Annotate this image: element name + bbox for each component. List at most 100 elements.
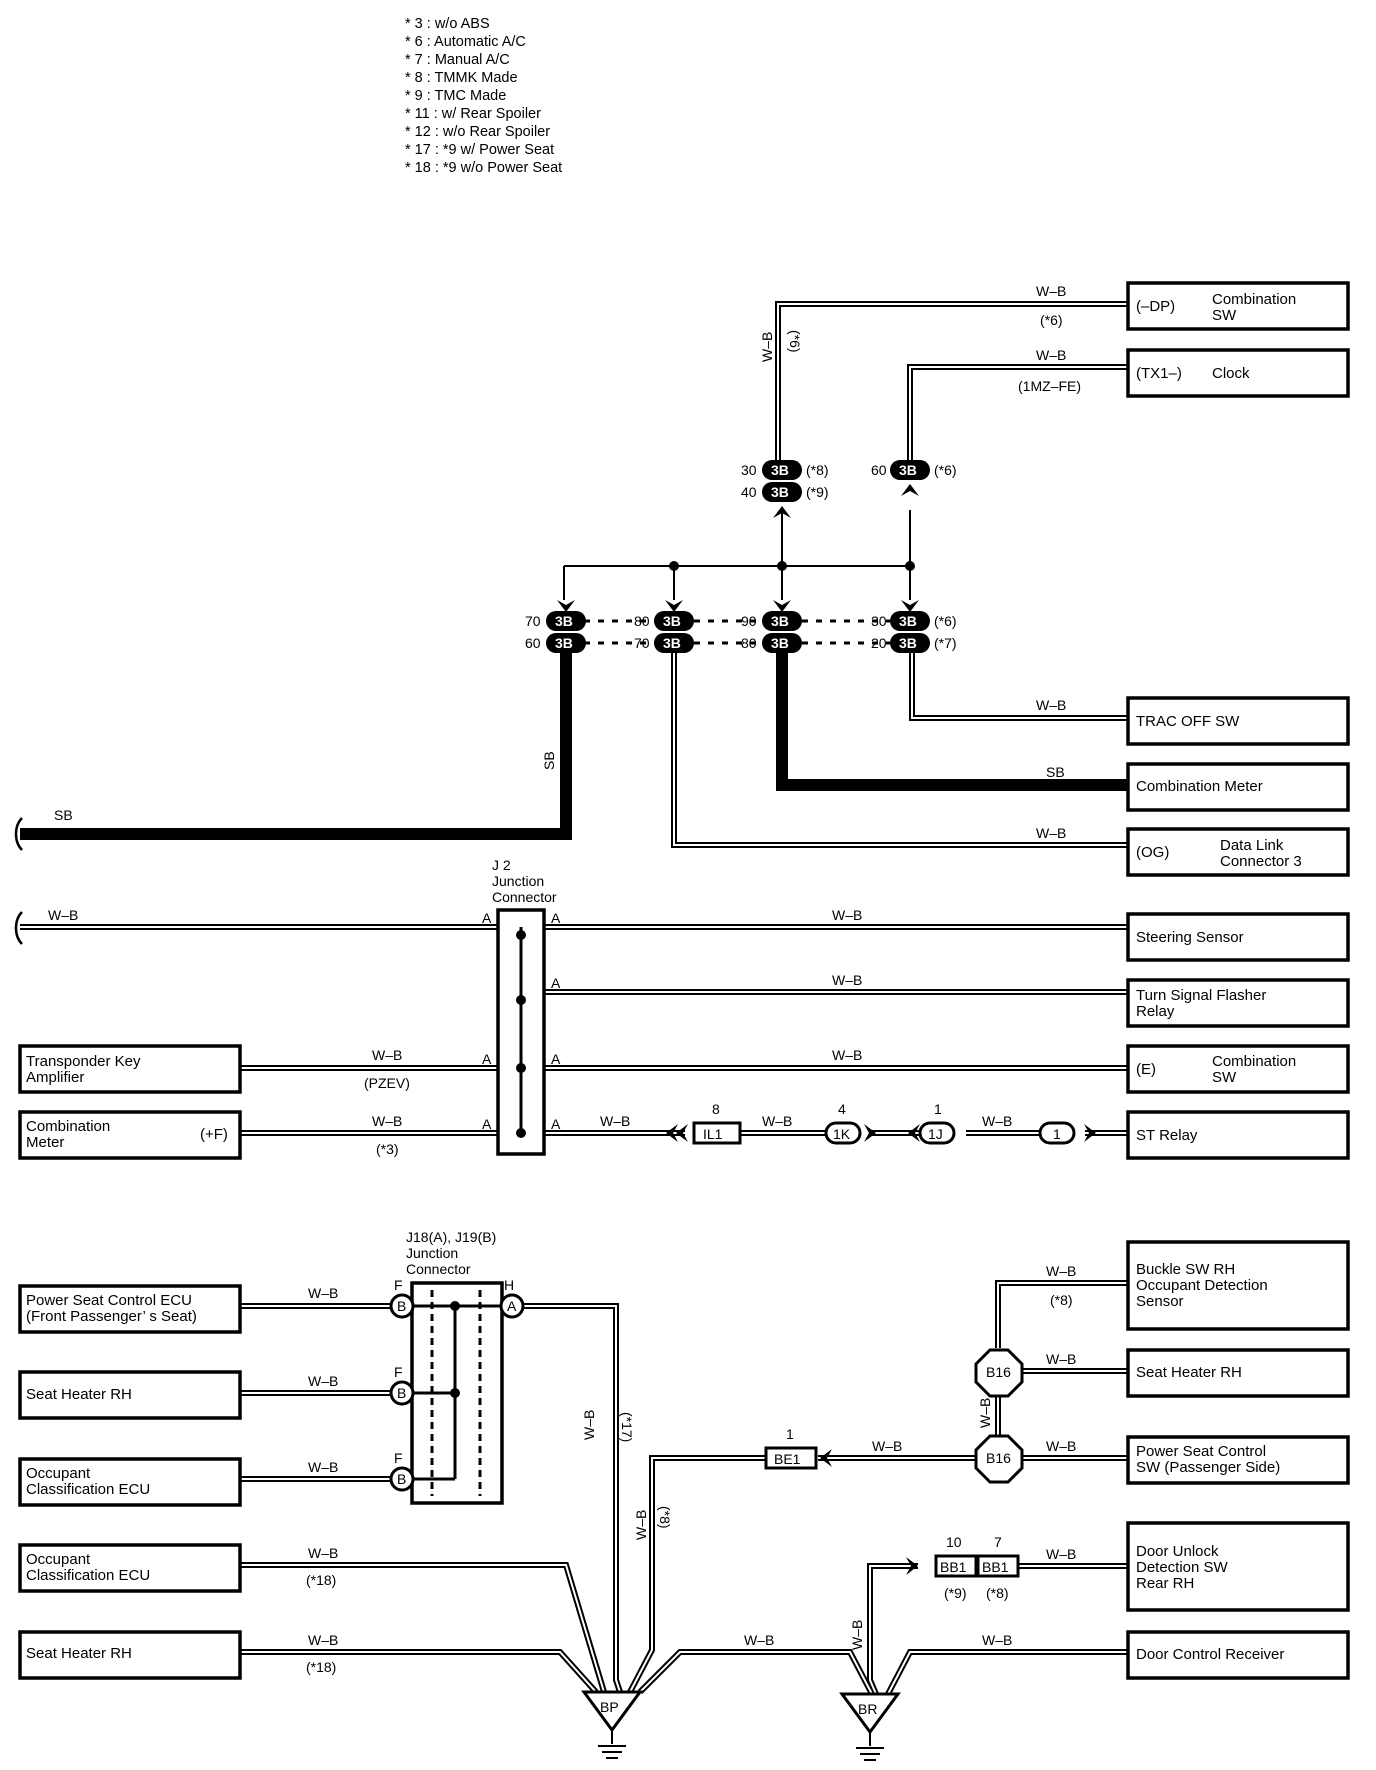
wire-color: W–B (581, 1410, 597, 1440)
junction-label: Junction (492, 873, 544, 889)
svg-text:80: 80 (741, 635, 757, 651)
power-seat-control-ecu: Power Seat Control ECU (Front Passenger’… (26, 1292, 197, 1325)
svg-text:(*8): (*8) (1050, 1292, 1073, 1308)
pin-f: F (394, 1364, 403, 1380)
wire-color: W–B (308, 1545, 338, 1561)
svg-text:BB1: BB1 (940, 1559, 967, 1575)
pin-label: (–DP) (1136, 298, 1175, 315)
svg-text:1J: 1J (928, 1126, 943, 1142)
wire-color: W–B (982, 1113, 1012, 1129)
svg-text:(*6): (*6) (1040, 312, 1063, 328)
note: * 9 : TMC Made (405, 88, 506, 104)
component-name: Turn Signal Flasher (1136, 987, 1266, 1004)
component-name: Seat Heater RH (26, 1386, 132, 1403)
wire-color: W–B (372, 1113, 402, 1129)
pin-a: A (551, 975, 561, 991)
wire-color: W–B (1036, 347, 1066, 363)
note: * 18 : *9 w/o Power Seat (405, 160, 562, 176)
svg-text:3B: 3B (771, 635, 789, 651)
svg-text:60: 60 (525, 635, 541, 651)
buckle-sw-rh: Buckle SW RH Occupant Detection Sensor (1136, 1261, 1268, 1310)
connector-b: B B B (389, 1293, 415, 1492)
ground-br: BR (839, 1692, 901, 1761)
wire-color: W–B (849, 1620, 865, 1650)
component-name: Classification ECU (26, 1567, 150, 1584)
note: * 6 : Automatic A/C (405, 34, 526, 50)
svg-text:(*9): (*9) (944, 1585, 967, 1601)
component-name: Meter (26, 1134, 64, 1151)
seat-heater-rh-right: Seat Heater RH (1136, 1364, 1242, 1381)
svg-text:B: B (397, 1298, 406, 1314)
transponder-key-amplifier: Transponder Key Amplifier (26, 1053, 141, 1086)
component-name: Combination (26, 1118, 110, 1135)
occupant-classification-ecu-2: Occupant Classification ECU (26, 1551, 150, 1584)
component-boxes (18, 281, 1350, 1680)
svg-text:30: 30 (741, 462, 757, 478)
wire-color: W–B (1036, 283, 1066, 299)
svg-text:B: B (397, 1471, 406, 1487)
junction-j2: J 2 Junction Connector A A A A A A A (482, 857, 561, 1156)
condition-labels: (*6) (1MZ–FE) (*8) (*9) (*6) (*6) (*7) (… (306, 312, 1081, 1675)
component-name: Door Control Receiver (1136, 1646, 1284, 1663)
component-name: TRAC OFF SW (1136, 713, 1240, 730)
svg-text:(*18): (*18) (306, 1572, 336, 1588)
component-name: SW (Passenger Side) (1136, 1459, 1280, 1476)
wire-color: W–B (1036, 697, 1066, 713)
junction-label: Junction (406, 1245, 458, 1261)
combination-sw-e: (E) Combination SW (1136, 1053, 1296, 1086)
svg-text:1: 1 (1053, 1126, 1061, 1142)
svg-text:60: 60 (871, 462, 887, 478)
svg-text:1: 1 (934, 1101, 942, 1117)
svg-text:1: 1 (786, 1426, 794, 1442)
st-relay: ST Relay (1136, 1127, 1198, 1144)
component-name: Detection SW (1136, 1559, 1229, 1576)
terminal-arrows (557, 484, 1096, 1575)
component-name: SW (1212, 307, 1237, 324)
component-name: Combination (1212, 291, 1296, 308)
svg-text:IL1: IL1 (703, 1126, 723, 1142)
svg-text:(*6): (*6) (934, 462, 957, 478)
svg-text:4: 4 (838, 1101, 846, 1117)
svg-text:BB1: BB1 (982, 1559, 1009, 1575)
component-name: Transponder Key (26, 1053, 141, 1070)
wire-color: W–B (1046, 1351, 1076, 1367)
svg-text:70: 70 (634, 635, 650, 651)
svg-text:20: 20 (871, 635, 887, 651)
component-name: ST Relay (1136, 1127, 1198, 1144)
note: * 12 : w/o Rear Spoiler (405, 124, 550, 140)
notes-legend: * 3 : w/o ABS * 6 : Automatic A/C * 7 : … (405, 16, 562, 176)
svg-text:3B: 3B (771, 613, 789, 629)
steering-sensor: Steering Sensor (1136, 929, 1244, 946)
svg-text:(*18): (*18) (306, 1659, 336, 1675)
pin-a: A (482, 1116, 492, 1132)
splice-dots (669, 561, 915, 571)
pin-a: A (551, 1116, 561, 1132)
junction-label: Connector (406, 1261, 471, 1277)
wire-color: W–B (48, 907, 78, 923)
svg-text:40: 40 (741, 484, 757, 500)
connector-pins: 30 40 60 70 60 80 70 90 80 30 20 (525, 462, 887, 651)
component-name: Seat Heater RH (26, 1645, 132, 1662)
pin-f: F (394, 1450, 403, 1466)
component-name: Clock (1212, 365, 1250, 382)
wire-color: W–B (759, 332, 775, 362)
svg-text:(*8): (*8) (986, 1585, 1009, 1601)
pin-h: H (504, 1277, 514, 1293)
power-seat-control-sw: Power Seat Control SW (Passenger Side) (1136, 1443, 1280, 1476)
pin-label: (TX1–) (1136, 365, 1182, 382)
door-unlock-detection-sw: Door Unlock Detection SW Rear RH (1136, 1543, 1229, 1592)
data-link-connector-3: (OG) Data Link Connector 3 (1136, 837, 1302, 870)
component-name: Connector 3 (1220, 853, 1302, 870)
wire-color: W–B (1046, 1546, 1076, 1562)
svg-text:1K: 1K (833, 1126, 851, 1142)
connector-il1: IL1 8 (692, 1101, 742, 1145)
wire-color: W–B (832, 907, 862, 923)
component-name: Occupant (26, 1551, 91, 1568)
pin-label: (E) (1136, 1061, 1156, 1078)
svg-text:(*3): (*3) (376, 1141, 399, 1157)
ground-bp: BP (581, 1690, 643, 1759)
component-name: Classification ECU (26, 1481, 150, 1498)
seat-heater-rh-left-1: Seat Heater RH (26, 1386, 132, 1403)
svg-text:B16: B16 (986, 1364, 1011, 1380)
junction-label: Connector (492, 889, 557, 905)
